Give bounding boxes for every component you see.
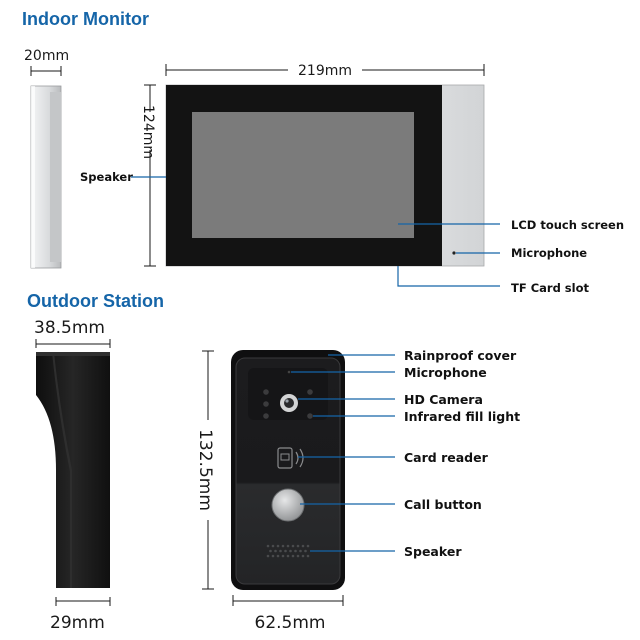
microphone-hole xyxy=(452,251,456,255)
infrared-led-icon xyxy=(263,413,269,419)
infrared-led-icon xyxy=(307,389,313,395)
tf-card-callout xyxy=(397,266,500,287)
outdoor-speaker-label: Speaker xyxy=(404,544,462,559)
call-button-icon xyxy=(271,488,305,522)
indoor-speaker-label: Speaker xyxy=(80,170,133,184)
outdoor-station-title: Outdoor Station xyxy=(27,291,164,311)
rainproof-label: Rainproof cover xyxy=(404,348,517,363)
card-reader-label: Card reader xyxy=(404,450,489,465)
indoor-monitor-title: Indoor Monitor xyxy=(22,9,149,29)
indoor-depth-label: 20mm xyxy=(24,48,69,64)
indoor-width-label: 219mm xyxy=(298,63,352,79)
outdoor-depth-bottom-label: 29mm xyxy=(50,613,105,633)
tf-card-label: TF Card slot xyxy=(511,281,589,295)
outdoor-height-label: 132.5mm xyxy=(195,429,215,511)
call-button-label: Call button xyxy=(404,497,482,512)
infrared-label: Infrared fill light xyxy=(404,409,520,424)
speaker-grille-icon xyxy=(266,544,310,558)
infrared-led-icon xyxy=(307,413,313,419)
lcd-label: LCD touch screen xyxy=(511,218,624,232)
infrared-led-icon xyxy=(263,389,269,395)
outdoor-station-side-view xyxy=(36,352,110,588)
infrared-led-icon xyxy=(263,401,269,407)
camera-label: HD Camera xyxy=(404,392,483,407)
outdoor-microphone-hole xyxy=(287,370,291,374)
indoor-height-label: 124mm xyxy=(140,105,156,159)
outdoor-station-front xyxy=(231,350,345,590)
card-reader-icon xyxy=(277,447,304,469)
indoor-monitor-front xyxy=(165,84,485,267)
outdoor-width-label: 62.5mm xyxy=(255,613,326,633)
indoor-mic-label: Microphone xyxy=(511,246,587,260)
outdoor-mic-label: Microphone xyxy=(404,365,487,380)
outdoor-depth-top-label: 38.5mm xyxy=(34,318,105,338)
lcd-screen xyxy=(192,112,414,238)
indoor-monitor-side-view xyxy=(30,85,62,269)
